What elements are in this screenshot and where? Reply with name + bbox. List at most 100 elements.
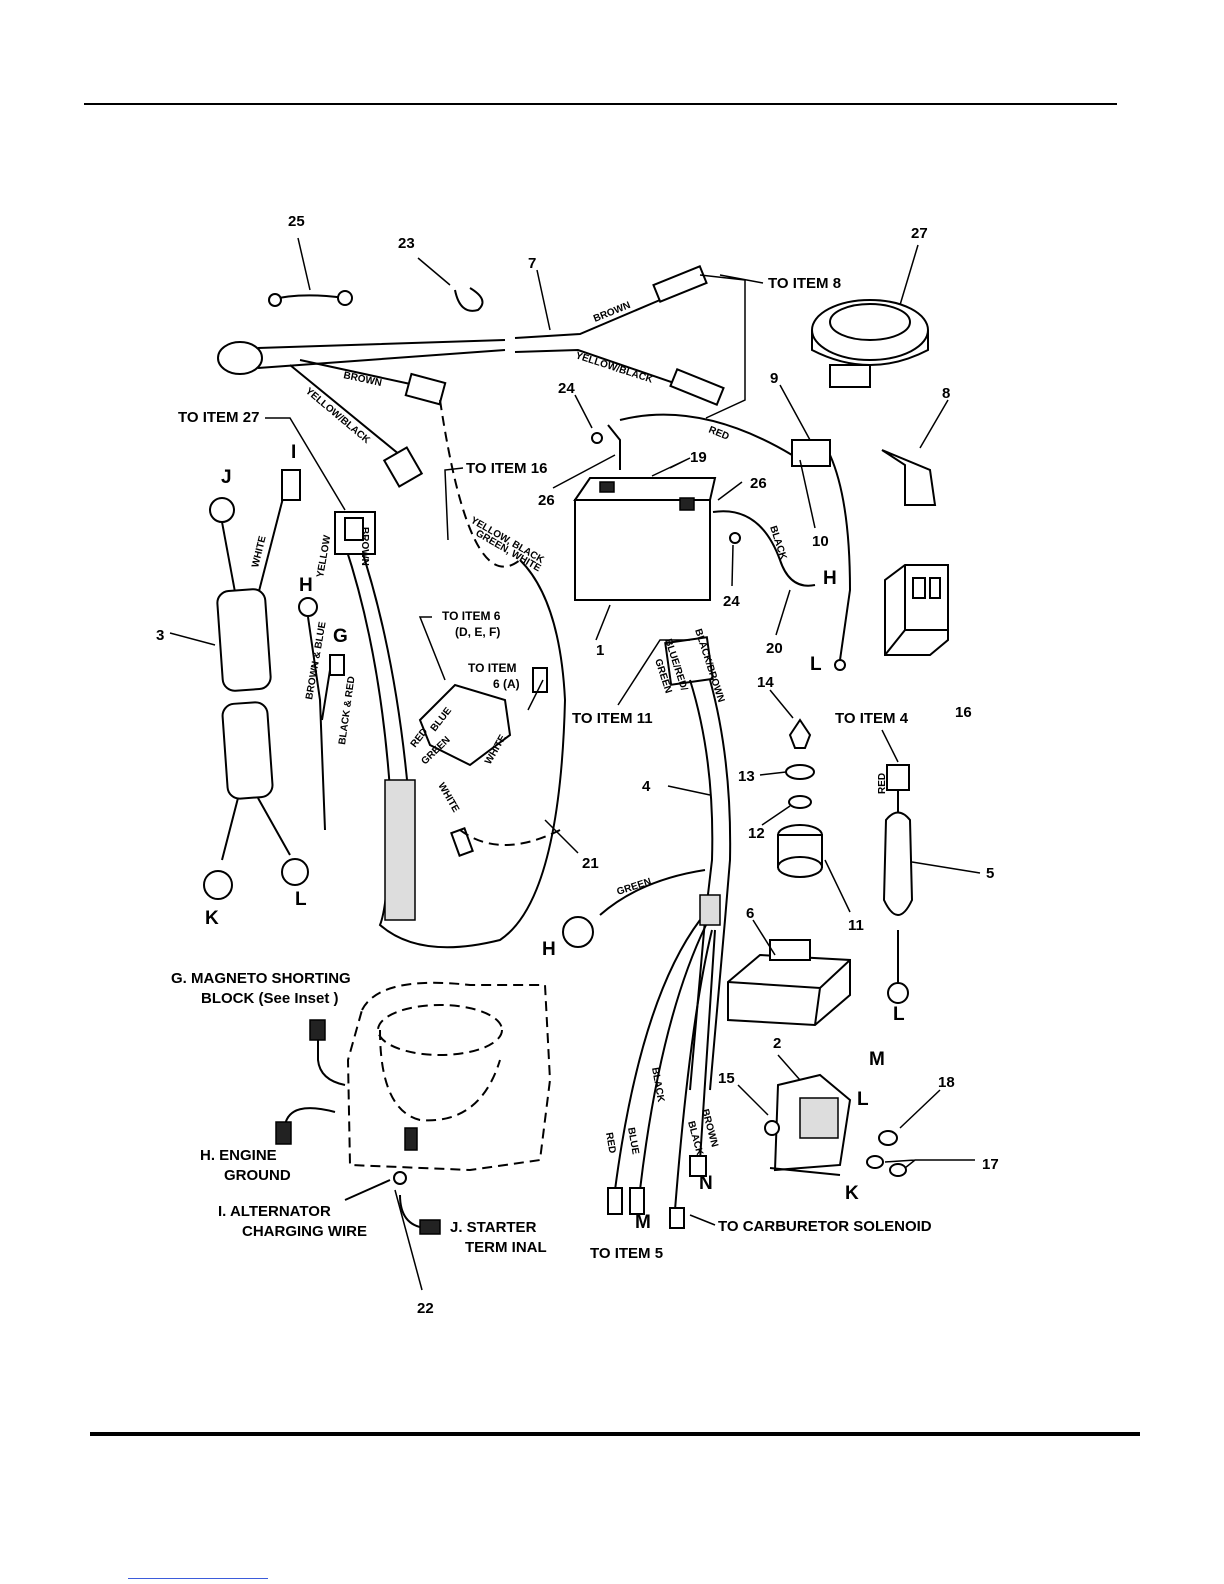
part-27-illustration — [811, 299, 929, 388]
bottom-rule — [90, 1432, 1140, 1436]
part-number: 20 — [766, 640, 783, 657]
engine-inset-illustration — [275, 981, 552, 1235]
inset-j-label-2: TERM INAL — [465, 1239, 547, 1256]
part-number: 3 — [156, 627, 164, 644]
part-8-illustration — [881, 449, 937, 506]
part-number: 25 — [288, 213, 305, 230]
harness-21-illustration — [298, 399, 567, 949]
inset-i-label-2: CHARGING WIRE — [242, 1223, 367, 1240]
inset-g-label: G. MAGNETO SHORTING — [171, 970, 351, 987]
part-number: 6 — [746, 905, 754, 922]
leader-lines — [169, 237, 981, 1291]
connection-letter: K — [205, 908, 219, 929]
wire-label: BLUE — [625, 1127, 641, 1156]
part-number: 18 — [938, 1074, 955, 1091]
connection-letter: L — [295, 889, 307, 910]
bracket-2-illustration — [764, 1073, 907, 1177]
part-number: 13 — [738, 768, 755, 785]
connection-letter: L — [810, 654, 822, 675]
connection-letter: I — [291, 442, 296, 463]
connection-letter: G — [333, 626, 348, 647]
part-number: 10 — [812, 533, 829, 550]
part-9-connector-illustration — [619, 413, 852, 671]
inset-g-label-2: BLOCK (See Inset ) — [201, 990, 339, 1007]
part-number: 14 — [757, 674, 774, 691]
wire-label: RED — [877, 773, 888, 794]
connection-letter: M — [635, 1212, 651, 1233]
wire-label: WHITE — [435, 781, 461, 815]
relay-16-illustration — [884, 564, 949, 656]
connection-letter: M — [869, 1049, 885, 1070]
wire-label: YELLOW/BLACK — [574, 350, 655, 386]
to-item-6-a-sub: 6 (A) — [493, 677, 520, 691]
to-item-6-a-label: TO ITEM — [468, 661, 516, 675]
part-number: 11 — [848, 917, 864, 934]
connection-letter-labels: J I H G K L H L H L M L K N M — [205, 442, 905, 1233]
wire-label: BROWN & BLUE — [304, 621, 329, 701]
cable-20-illustration — [712, 510, 816, 587]
wire-label: BLACK & RED — [337, 676, 357, 746]
connection-letter: L — [857, 1089, 869, 1110]
inset-h-label-2: GROUND — [224, 1167, 291, 1184]
part-number: 5 — [986, 865, 994, 882]
to-carburetor-solenoid-label: TO CARBURETOR SOLENOID — [718, 1218, 932, 1235]
loom-4-illustration — [562, 636, 732, 1229]
part-number: 23 — [398, 235, 415, 252]
connection-letter: N — [699, 1173, 713, 1194]
fuse-holder-5-illustration — [882, 764, 914, 1004]
part-number: 19 — [690, 449, 707, 466]
to-item-6-def-sub: (D, E, F) — [455, 625, 500, 639]
wire-label: BROWN — [359, 527, 370, 566]
callout-labels: TO ITEM 8 TO ITEM 27 TO ITEM 16 TO ITEM … — [178, 275, 932, 1262]
connection-letter: H — [299, 575, 313, 596]
wire-color-labels: BROWN YELLOW/BLACK BROWN YELLOW/BLACK RE… — [250, 300, 888, 1157]
part-number: 26 — [538, 492, 555, 509]
harness-7-illustration — [217, 264, 725, 488]
top-rule — [84, 103, 1117, 105]
to-item-4-label: TO ITEM 4 — [835, 710, 909, 727]
part-number: 17 — [982, 1156, 999, 1173]
key-switch-illustration — [777, 718, 823, 878]
wire-label: RED — [603, 1132, 618, 1155]
part-number: 2 — [773, 1035, 781, 1052]
part-number: 7 — [528, 255, 536, 272]
wire-label: YELLOW — [315, 534, 333, 579]
part-number: 22 — [417, 1300, 434, 1317]
part-number: 8 — [942, 385, 950, 402]
wire-label: RED — [707, 425, 731, 443]
part-number: 24 — [558, 380, 575, 397]
wire-label: YELLOW/BLACK — [303, 386, 372, 447]
inset-i-label: I. ALTERNATOR — [218, 1203, 331, 1220]
part-number: 27 — [911, 225, 928, 242]
to-item-27-label: TO ITEM 27 — [178, 409, 259, 426]
part-number: 12 — [748, 825, 765, 842]
connection-letter: J — [221, 467, 232, 488]
part-number: 4 — [642, 778, 651, 795]
to-item-5-label: TO ITEM 5 — [590, 1245, 663, 1262]
to-item-6-def-label: TO ITEM 6 — [442, 609, 501, 623]
inset-labels: G. MAGNETO SHORTING BLOCK (See Inset ) H… — [171, 970, 547, 1256]
to-item-8-label: TO ITEM 8 — [768, 275, 841, 292]
to-item-16-label: TO ITEM 16 — [466, 460, 547, 477]
strap-25-illustration — [268, 290, 353, 307]
clip-23-illustration — [454, 287, 484, 312]
battery-1-illustration — [573, 424, 741, 601]
part-number: 16 — [955, 704, 972, 721]
part-number: 1 — [596, 642, 604, 659]
wire-label: BLACK — [649, 1067, 666, 1104]
connection-letter: K — [845, 1183, 859, 1204]
part-number: 26 — [750, 475, 767, 492]
connection-letter: H — [823, 568, 837, 589]
footer-link-underline — [128, 1578, 268, 1579]
part-number-labels: 1 2 3 4 5 6 7 8 9 10 11 12 13 14 15 16 1… — [156, 213, 999, 1317]
part-number: 24 — [723, 593, 740, 610]
connection-letter: H — [542, 939, 556, 960]
part-number: 21 — [582, 855, 599, 872]
connector-6-illustration — [727, 939, 851, 1027]
to-item-11-label: TO ITEM 11 — [572, 710, 653, 727]
part-number: 9 — [770, 370, 778, 387]
wire-label: BROWN — [342, 370, 382, 389]
loom-3-illustration — [203, 469, 309, 900]
inset-j-label: J. STARTER — [450, 1219, 537, 1236]
